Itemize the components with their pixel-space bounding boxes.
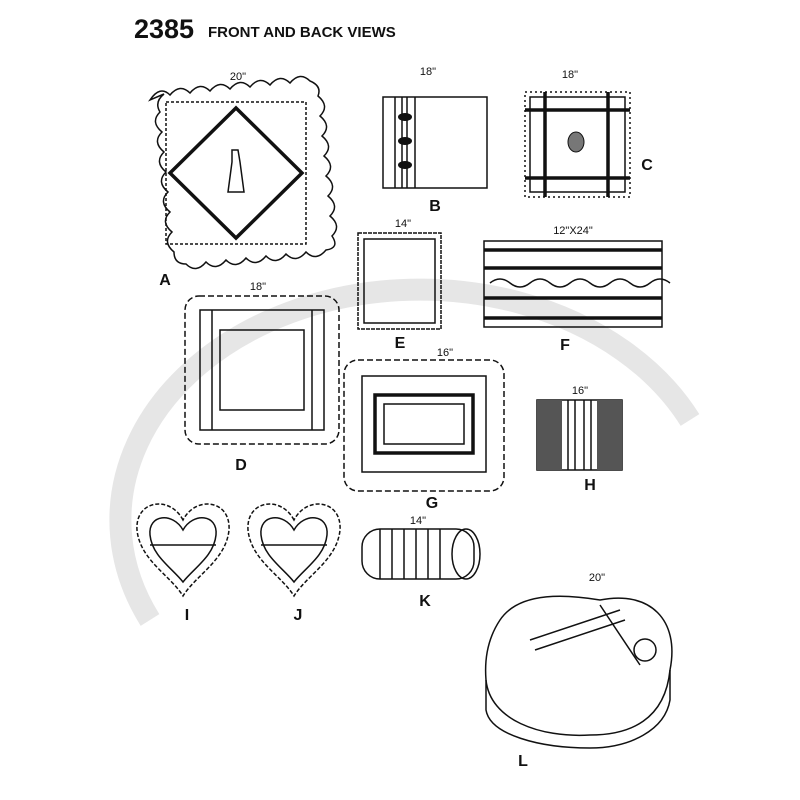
view-l: 20" L bbox=[484, 572, 673, 770]
strap-trim bbox=[529, 604, 641, 666]
view-a: 20" A bbox=[147, 71, 338, 289]
view-k-size: 14" bbox=[410, 515, 426, 527]
trim-bands bbox=[525, 92, 630, 197]
pillow-panel bbox=[361, 375, 487, 473]
watermark-arc bbox=[109, 278, 700, 626]
trim-bands bbox=[379, 529, 441, 579]
page-title: FRONT AND BACK VIEWS bbox=[208, 24, 396, 41]
medallion bbox=[567, 131, 585, 153]
view-d-label: D bbox=[235, 457, 247, 474]
center-panel bbox=[383, 403, 465, 445]
view-j: J bbox=[247, 503, 341, 624]
pillow-panel bbox=[529, 96, 626, 193]
view-l-size: 20" bbox=[589, 572, 605, 584]
view-g-label: G bbox=[426, 495, 438, 512]
stripes bbox=[567, 400, 592, 470]
view-k-label: K bbox=[419, 593, 431, 610]
figure-applique bbox=[227, 149, 245, 193]
fringe-border bbox=[357, 232, 442, 330]
view-b-label: B bbox=[429, 198, 441, 215]
view-a-label: A bbox=[159, 272, 171, 289]
view-f-size: 12"X24" bbox=[553, 225, 593, 237]
view-a-size: 20" bbox=[230, 71, 246, 83]
view-b-size: 18" bbox=[420, 66, 436, 78]
diamond-trim bbox=[167, 105, 305, 241]
view-h: 16" H bbox=[536, 385, 623, 494]
pillow-panel bbox=[382, 96, 488, 189]
view-d: 18" D bbox=[184, 281, 340, 474]
pillow-panel bbox=[483, 240, 663, 328]
ottoman-side bbox=[485, 670, 671, 749]
view-i: I bbox=[136, 503, 230, 624]
pillow-panel bbox=[165, 101, 307, 245]
trim-bands bbox=[211, 310, 313, 430]
pillow-panel bbox=[363, 238, 436, 324]
view-g: 16" G bbox=[343, 347, 505, 512]
flower-embellishment bbox=[633, 638, 657, 662]
heart-ruffle bbox=[136, 503, 230, 598]
pleated-ends bbox=[537, 400, 622, 470]
inner-frame bbox=[219, 329, 305, 411]
view-j-label: J bbox=[294, 607, 303, 624]
heart-panel bbox=[149, 517, 217, 584]
pillow-panel bbox=[199, 309, 325, 431]
ruffle bbox=[147, 75, 338, 270]
bolster-body bbox=[361, 528, 475, 580]
embroidery-vine bbox=[489, 278, 671, 288]
view-c-size: 18" bbox=[562, 69, 578, 81]
header: 2385 FRONT AND BACK VIEWS bbox=[134, 14, 396, 44]
view-h-label: H bbox=[584, 477, 596, 494]
view-g-size: 16" bbox=[437, 347, 453, 359]
view-k: 14" K bbox=[361, 515, 481, 610]
ruffle bbox=[343, 359, 505, 492]
bolster-end bbox=[451, 528, 481, 580]
view-d-size: 18" bbox=[250, 281, 266, 293]
view-c-label: C bbox=[641, 157, 653, 174]
view-l-label: L bbox=[518, 753, 528, 770]
view-c: 18" C bbox=[524, 69, 653, 198]
ruffle bbox=[184, 295, 340, 445]
ottoman-top bbox=[484, 595, 673, 737]
view-f: 12"X24" F bbox=[483, 225, 671, 354]
view-b: 18" B bbox=[382, 66, 488, 215]
trim-bands bbox=[484, 248, 662, 320]
view-e: 14" E bbox=[357, 218, 442, 352]
pattern-number: 2385 bbox=[134, 14, 194, 44]
inner-frame bbox=[373, 393, 475, 455]
view-e-label: E bbox=[395, 335, 406, 352]
bows bbox=[398, 113, 412, 169]
heart-panel bbox=[260, 517, 328, 584]
view-f-label: F bbox=[560, 337, 570, 354]
heart-ruffle bbox=[247, 503, 341, 598]
view-e-size: 14" bbox=[395, 218, 411, 230]
view-h-size: 16" bbox=[572, 385, 588, 397]
view-i-label: I bbox=[185, 607, 189, 624]
